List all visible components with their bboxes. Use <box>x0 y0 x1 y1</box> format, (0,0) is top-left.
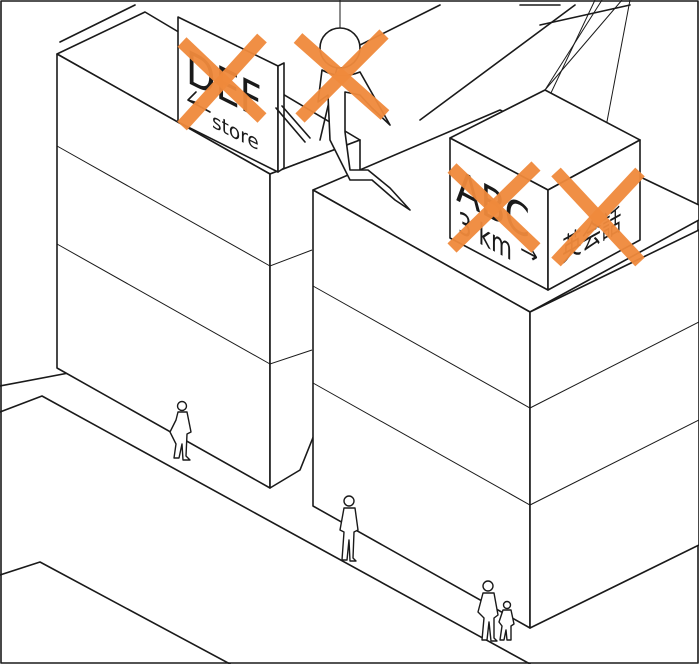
floor-line <box>56 243 313 365</box>
floor-line <box>56 145 313 267</box>
floor-line <box>312 382 699 506</box>
cross-mark-icon <box>551 167 645 267</box>
right-building <box>312 109 699 629</box>
pedestrian <box>169 400 192 461</box>
pedestrian-adult-with-child <box>477 580 515 642</box>
cross-mark-icon <box>177 33 267 131</box>
prohibition-crosses <box>177 29 645 267</box>
cross-mark-icon <box>293 29 390 123</box>
cross-mark-icon <box>447 161 541 253</box>
floor-line <box>312 285 699 409</box>
pedestrian <box>339 495 359 562</box>
